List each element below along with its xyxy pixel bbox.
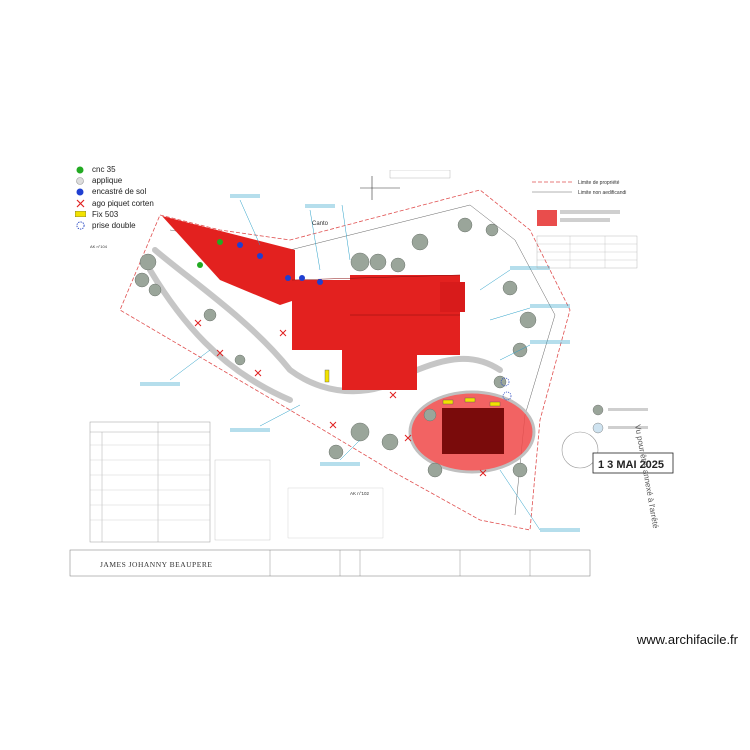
trees	[134, 217, 537, 478]
plan-yellow-bars	[324, 369, 501, 407]
legend-label: Fix 503	[92, 209, 119, 219]
legend-label: prise double	[92, 220, 136, 230]
limit-property-label: Limite de propriété	[578, 180, 620, 186]
title-block: JAMES JOHANNY BEAUPERE	[69, 549, 591, 577]
property-limit-line	[119, 189, 571, 531]
legend-row-fix503: Fix 503	[74, 209, 154, 220]
legend-row-encastre: encastré de sol	[74, 186, 154, 197]
green-dot-icon	[74, 165, 86, 175]
legend-row-ago: ago piquet corten	[74, 198, 154, 209]
main-building	[291, 274, 465, 390]
light-dot-icon	[74, 176, 86, 186]
garden-path	[147, 247, 503, 403]
legend-row-prise: prise double	[74, 220, 154, 231]
legend-label: cnc 35	[92, 165, 116, 174]
plan-green-dots	[197, 239, 223, 268]
plan-crosses	[194, 319, 487, 477]
watermark: www.archifacile.fr	[636, 632, 738, 647]
north-arrow-icon	[360, 170, 451, 200]
limits-legend: Limite de propriété Limite non aedifican…	[532, 180, 638, 269]
legend-label: encastré de sol	[92, 187, 147, 197]
legend-label: applique	[92, 176, 123, 186]
annotation-labels	[140, 194, 580, 532]
mineral-zone-left	[162, 216, 295, 305]
legend-label: ago piquet corten	[92, 198, 154, 208]
limit-non-build-label: Limite non aedificandi	[578, 190, 626, 196]
yellow-bar-icon	[74, 209, 86, 219]
red-cross-icon	[74, 198, 86, 208]
parcel-ak104: AK n°104	[90, 244, 108, 249]
blue-dot-icon	[74, 187, 86, 197]
site-plan: AK n°104 AK n°102 Canto Limite de propri…	[69, 170, 674, 577]
plan-blue-dots	[237, 242, 323, 285]
parcel-description	[287, 487, 384, 539]
parcel-ak102: AK n°102	[350, 491, 370, 496]
plan-sockets	[500, 377, 512, 401]
surface-table	[89, 421, 271, 543]
tree-legend	[592, 404, 648, 434]
street-label: Canto	[312, 221, 329, 227]
legend-row-applique: applique	[74, 175, 154, 186]
approval-stamp: 1 3 MAI 2025 Vu pour être annexé à l'arr…	[561, 424, 674, 530]
dashed-circle-icon	[74, 221, 86, 231]
legend-row-cnc35: cnc 35	[74, 164, 154, 175]
pool-zone	[408, 390, 536, 474]
architect-name: JAMES JOHANNY BEAUPERE	[100, 560, 212, 569]
stamp-vu: Vu pour être annexé à l'arrêté	[633, 424, 660, 530]
legend: cnc 35 applique encastré de sol ago piqu…	[74, 164, 154, 231]
annotation-leaders	[169, 199, 541, 531]
stamp-date: 1 3 MAI 2025	[598, 459, 664, 471]
